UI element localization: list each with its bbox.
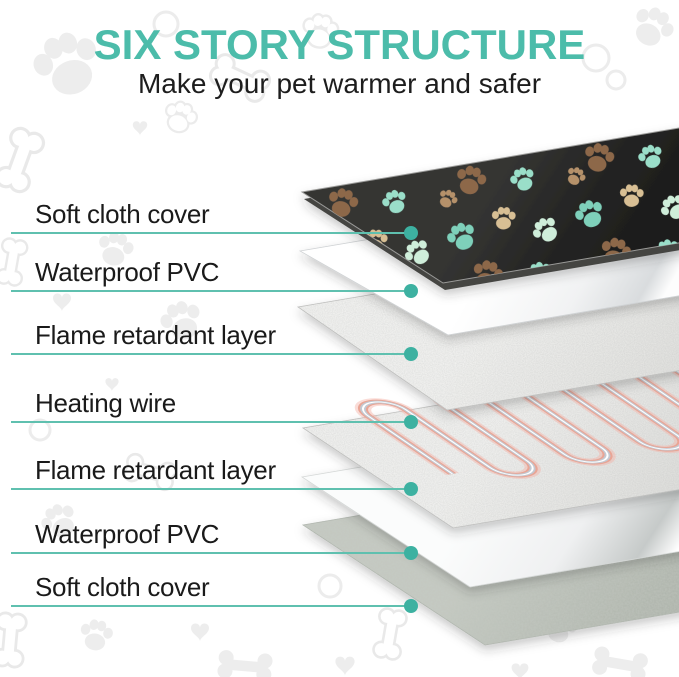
page-title: SIX STORY STRUCTURE xyxy=(93,21,586,68)
layer-label: Waterproof PVC xyxy=(35,519,220,549)
leader-dot xyxy=(404,599,418,613)
layer-label: Flame retardant layer xyxy=(35,320,276,350)
leader-dot xyxy=(404,284,418,298)
leader-line xyxy=(11,605,411,607)
leader-line xyxy=(11,232,411,234)
leader-line xyxy=(11,488,411,490)
leader-line xyxy=(11,421,411,423)
leader-dot xyxy=(404,415,418,429)
leader-dot xyxy=(404,226,418,240)
leader-line xyxy=(11,552,411,554)
layer-label: Waterproof PVC xyxy=(35,257,220,287)
mat-paw-pattern xyxy=(302,127,679,283)
leader-line xyxy=(11,353,411,355)
layer-label: Heating wire xyxy=(35,388,176,418)
layer-label: Flame retardant layer xyxy=(35,455,276,485)
page-subtitle: Make your pet warmer and safer xyxy=(137,68,542,100)
leader-dot xyxy=(404,347,418,361)
leader-dot xyxy=(404,482,418,496)
layer-label: Soft cloth cover xyxy=(35,199,210,229)
layer-label: Soft cloth cover xyxy=(35,572,210,602)
leader-line xyxy=(11,290,411,292)
layer-top-soft-cloth xyxy=(300,127,679,290)
header: SIX STORY STRUCTURE Make your pet warmer… xyxy=(0,22,679,100)
leader-dot xyxy=(404,546,418,560)
